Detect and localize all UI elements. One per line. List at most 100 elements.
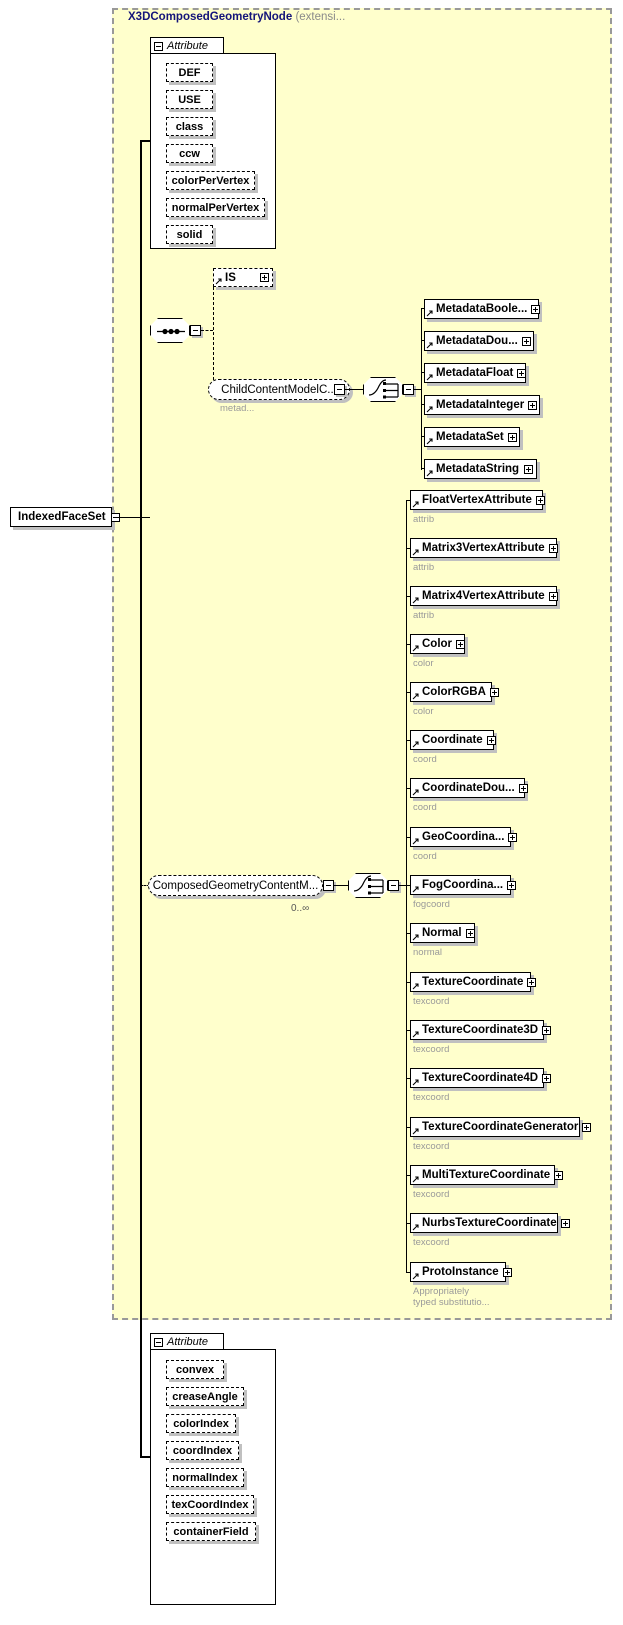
expand-icon[interactable] [542,1073,552,1083]
expand-icon[interactable] [527,977,537,987]
element-texturecoordinate3d[interactable]: TextureCoordinate3D [410,1020,552,1040]
expand-icon[interactable] [531,304,541,314]
reference-arrow-icon [426,310,433,317]
element-label: Matrix3VertexAttribute [422,542,545,554]
reference-arrow-icon [412,934,419,941]
element-label: Coordinate [422,734,483,746]
expand-icon[interactable] [486,735,496,745]
attribute-def[interactable]: DEF [166,63,213,82]
group-ref-childcontentmodel[interactable]: ChildContentModelC... [208,379,350,400]
element-metadataboolean[interactable]: MetadataBoole... [424,299,541,319]
expand-icon[interactable] [465,928,475,938]
element-label: MetadataString [436,463,520,475]
attribute-colorpervertex[interactable]: colorPerVertex [166,171,255,190]
root-element-indexedfaceset[interactable]: IndexedFaceSet [10,507,120,527]
attribute-group-collapse-icon-bottom[interactable] [154,1337,163,1347]
expand-icon[interactable] [528,400,538,410]
connector-sequence-stub [201,330,213,331]
attribute-solid[interactable]: solid [166,225,213,244]
attribute-convex[interactable]: convex [166,1360,224,1379]
geometry-choice-collapse-toggle[interactable] [388,880,399,891]
element-metadatadouble[interactable]: MetadataDou... [424,331,534,351]
attribute-normalindex[interactable]: normalIndex [166,1468,244,1487]
attribute-group-label-top: Attribute [167,40,208,52]
element-metadatastring[interactable]: MetadataString [424,459,537,479]
expand-icon[interactable] [521,336,531,346]
attribute-group-tab-top[interactable]: Attribute [150,37,224,54]
expand-icon[interactable] [548,543,558,553]
element-matrix4vertexattribute[interactable]: Matrix4VertexAttribute [410,586,558,606]
sequence-compositor[interactable] [150,318,190,343]
expand-icon[interactable] [542,1025,552,1035]
attribute-normalpervertex[interactable]: normalPerVertex [166,198,265,217]
element-caption: normal [413,947,443,958]
attribute-colorindex[interactable]: colorIndex [166,1414,236,1433]
attribute-class[interactable]: class [166,117,213,136]
reference-arrow-icon [412,886,419,893]
element-metadatafloat[interactable]: MetadataFloat [424,363,527,383]
expand-icon[interactable] [548,591,558,601]
expand-icon[interactable] [524,464,533,474]
child-choice-compositor[interactable] [363,377,403,402]
attribute-texcoordindex[interactable]: texCoordIndex [166,1495,254,1514]
attribute-group-collapse-icon-top[interactable] [154,41,163,51]
element-color[interactable]: Color [410,634,466,654]
attribute-coordindex[interactable]: coordIndex [166,1441,239,1460]
expand-icon[interactable] [535,495,545,505]
reference-arrow-icon [412,1128,419,1135]
element-multitexturecoordinate[interactable]: MultiTextureCoordinate [410,1165,564,1185]
attribute-use[interactable]: USE [166,90,213,109]
expand-icon[interactable] [456,639,466,649]
element-texturecoordinate[interactable]: TextureCoordinate [410,972,537,992]
element-coordinate[interactable]: Coordinate [410,730,496,750]
expand-icon[interactable] [507,880,517,890]
element-texturecoordinategenerator[interactable]: TextureCoordinateGenerator [410,1117,592,1137]
choice-icon [353,875,384,895]
childcontentmodel-collapse-toggle[interactable] [334,384,345,395]
expand-icon[interactable] [517,368,527,378]
element-label: MetadataSet [436,431,504,443]
element-is[interactable]: IS [213,268,273,287]
element-colorrgba[interactable]: ColorRGBA [410,682,499,702]
geometry-choice-compositor[interactable] [348,873,388,898]
element-matrix3vertexattribute[interactable]: Matrix3VertexAttribute [410,538,558,558]
expand-icon[interactable] [260,273,269,282]
element-metadataset[interactable]: MetadataSet [424,427,520,447]
element-label: ColorRGBA [422,686,486,698]
attribute-containerfield[interactable]: containerField [166,1522,256,1541]
element-label: MetadataDou... [436,335,518,347]
element-texturecoordinate4d[interactable]: TextureCoordinate4D [410,1068,552,1088]
expand-icon[interactable] [489,687,499,697]
element-label: CoordinateDou... [422,782,515,794]
sequence-collapse-toggle[interactable] [190,325,201,336]
element-label: FloatVertexAttribute [422,494,532,506]
element-coordinatedouble[interactable]: CoordinateDou... [410,778,528,798]
element-label: MetadataFloat [436,367,514,379]
expand-icon[interactable] [502,1267,512,1277]
attribute-group-tab-bottom[interactable]: Attribute [150,1333,224,1350]
child-choice-collapse-toggle[interactable] [403,384,414,395]
expand-icon[interactable] [507,432,517,442]
reference-arrow-icon [426,438,433,445]
element-normal[interactable]: Normal [410,923,475,943]
element-floatvertexattribute[interactable]: FloatVertexAttribute [410,490,545,510]
attribute-creaseangle[interactable]: creaseAngle [166,1387,244,1406]
element-protoinstance[interactable]: ProtoInstance [410,1262,512,1282]
element-caption: attrib [413,610,435,621]
element-metadatainteger[interactable]: MetadataInteger [424,395,540,415]
element-caption: fogcoord [413,899,450,910]
attribute-ccw[interactable]: ccw [166,144,213,163]
composedgeometry-collapse-toggle[interactable] [323,880,334,891]
expand-icon[interactable] [560,1218,570,1228]
element-nurbstexturecoordinate[interactable]: NurbsTextureCoordinate [410,1213,570,1233]
reference-arrow-icon [412,597,419,604]
expand-icon[interactable] [582,1122,592,1132]
connector-composedgeometry-to-choice [334,885,350,886]
expand-icon[interactable] [518,783,528,793]
element-caption: Appropriately typed substitutio... [413,1286,490,1308]
group-ref-composedgeometrycontentmodel[interactable]: ComposedGeometryContentM... [148,875,323,896]
expand-icon[interactable] [554,1170,564,1180]
element-fogcoordinate[interactable]: FogCoordina... [410,875,517,895]
expand-icon[interactable] [508,832,518,842]
element-geocoordinate[interactable]: GeoCoordina... [410,827,518,847]
